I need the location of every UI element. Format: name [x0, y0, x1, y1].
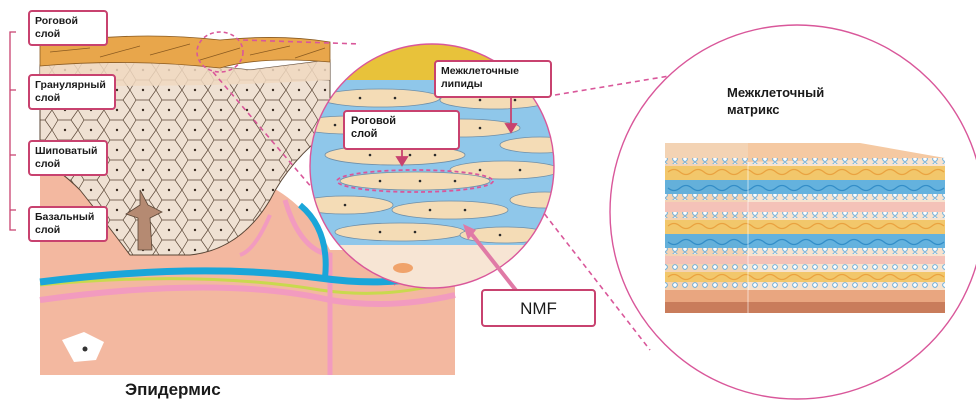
layer-bracket: [10, 32, 16, 230]
label-stratum-basale: Базальный слой: [28, 206, 108, 242]
heading-intercellular-matrix: Межклеточный матрикс: [727, 84, 824, 118]
label-stratum-spinosum: Шиповатый слой: [28, 140, 108, 176]
label-nmf: NMF: [481, 289, 596, 327]
label-stratum-granulosum: Гранулярный слой: [28, 74, 116, 110]
heading-epidermis: Эпидермис: [125, 380, 221, 400]
matrix-circle: [610, 25, 976, 399]
label-stratum-corneum: Роговой слой: [28, 10, 108, 46]
label-intercellular-lipids: Межклеточные липиды: [434, 60, 552, 98]
label-zoom-stratum-corneum: Роговой слой: [343, 110, 460, 150]
